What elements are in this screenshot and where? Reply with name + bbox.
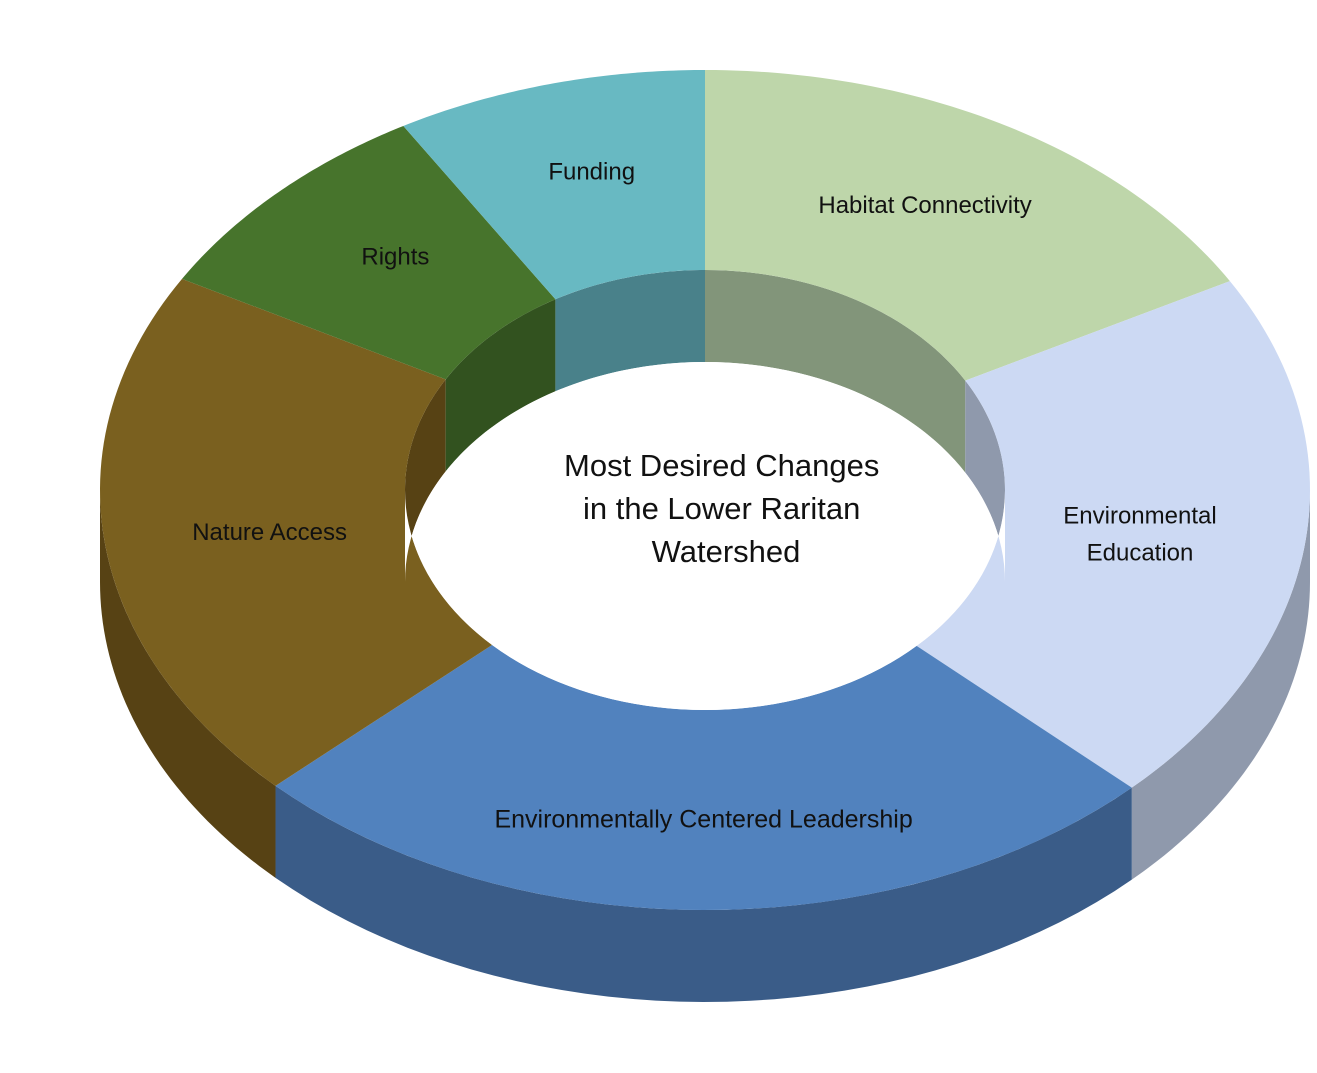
side-wall-environmental-education xyxy=(1131,490,1310,880)
label-funding: Funding xyxy=(548,159,635,186)
inner-wall-rights xyxy=(445,299,556,472)
chart-title-line-3: Watershed xyxy=(652,534,801,569)
side-wall-nature-access xyxy=(100,490,276,878)
label-rights-line-1: Rights xyxy=(361,243,429,270)
label-environmentally-centered-leadership-line-1: Environmentally Centered Leadership xyxy=(494,806,912,834)
label-funding-line-1: Funding xyxy=(548,159,635,186)
chart-title-line-2: in the Lower Raritan xyxy=(583,491,860,526)
label-environmental-education-line-2: Education xyxy=(1087,539,1194,566)
chart-title: Most Desired Changes in the Lower Rarita… xyxy=(564,448,888,569)
ring-side-walls xyxy=(100,490,1310,1002)
inner-wall-environmental-education xyxy=(965,380,1005,582)
label-habitat-connectivity-line-1: Habitat Connectivity xyxy=(818,192,1031,219)
chart-title-line-1: Most Desired Changes xyxy=(564,448,879,483)
inner-wall-nature-access xyxy=(405,379,446,582)
inner-wall-habitat-connectivity xyxy=(705,270,966,473)
slice-environmental-education xyxy=(916,281,1310,788)
slice-funding xyxy=(403,70,705,300)
ring-inner-walls xyxy=(405,270,1005,582)
inner-wall-funding xyxy=(555,270,705,392)
label-nature-access-line-1: Nature Access xyxy=(192,519,347,546)
label-rights: Rights xyxy=(361,243,429,270)
slice-rights xyxy=(182,125,556,380)
label-nature-access: Nature Access xyxy=(192,519,347,546)
label-habitat-connectivity: Habitat Connectivity xyxy=(818,192,1031,219)
label-environmentally-centered-leadership: Environmentally Centered Leadership xyxy=(494,806,912,834)
side-wall-environmentally-centered-leadership xyxy=(275,785,1132,1002)
ring-top-faces xyxy=(100,70,1310,910)
slice-habitat-connectivity xyxy=(705,70,1230,381)
slice-nature-access xyxy=(100,278,493,786)
donut-hole xyxy=(405,362,1005,710)
slice-environmentally-centered-leadership xyxy=(275,644,1132,910)
label-environmental-education-line-1: Environmental xyxy=(1063,502,1216,529)
